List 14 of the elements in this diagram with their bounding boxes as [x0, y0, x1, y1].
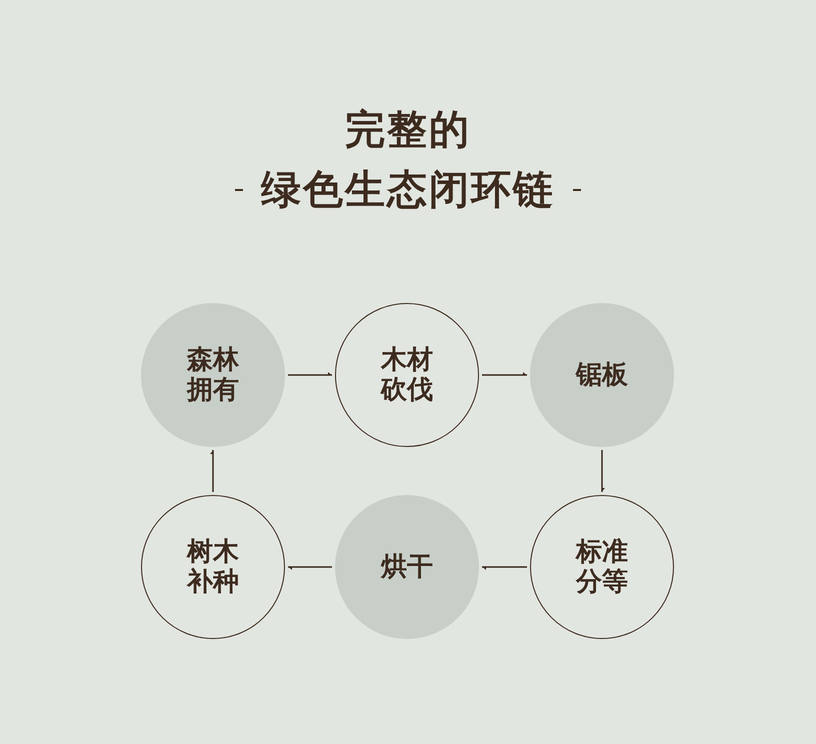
- arrow: [482, 372, 527, 376]
- step-label: 锯板: [576, 360, 628, 390]
- arrow: [482, 566, 527, 570]
- title: 完整的: [345, 106, 471, 154]
- step-label: 木材砍伐: [381, 345, 433, 405]
- step-label: 森林拥有: [187, 345, 239, 405]
- step-label: 标准分等: [576, 537, 628, 597]
- step-label: 烘干: [381, 552, 433, 582]
- arrow: [288, 566, 332, 570]
- step-label: 树木补种: [187, 537, 239, 597]
- subtitle: 绿色生态闭环链: [261, 166, 555, 214]
- arrow: [210, 450, 214, 492]
- arrow: [288, 372, 332, 376]
- arrow: [601, 450, 605, 492]
